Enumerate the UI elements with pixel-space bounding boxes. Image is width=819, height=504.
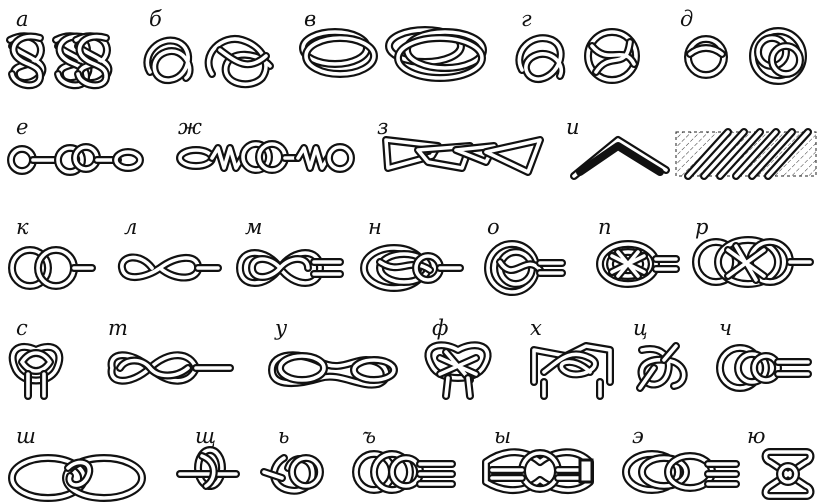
label-e: е	[16, 115, 28, 139]
knot-t	[112, 355, 230, 381]
knot-f	[428, 345, 487, 396]
knot-n	[364, 248, 460, 288]
knot-r	[696, 240, 810, 284]
label-k: к	[16, 215, 29, 239]
label-l: л	[124, 215, 137, 239]
knot-soft	[264, 458, 320, 491]
label-m: м	[245, 215, 262, 239]
knot-e-chain	[11, 147, 140, 172]
label-g: г	[521, 7, 532, 31]
label-r: р	[695, 215, 708, 239]
label-f: ф	[432, 316, 448, 340]
knot-v-pair	[303, 30, 483, 78]
label-n: н	[368, 215, 382, 239]
knot-m	[240, 253, 340, 283]
knot-ch	[720, 348, 808, 388]
knot-s	[13, 347, 60, 396]
label-a: а	[16, 7, 29, 31]
knot-k	[12, 250, 92, 286]
label-yu: ю	[747, 424, 766, 448]
label-t: т	[108, 316, 128, 340]
knot-zh-chain	[180, 144, 351, 170]
label-sh: ш	[16, 424, 36, 448]
knot-y	[486, 452, 592, 490]
knot-z-frames	[386, 140, 540, 172]
knot-i-chevron-and-band	[574, 132, 816, 176]
label-hard: ъ	[362, 424, 376, 448]
knot-shch	[180, 450, 236, 486]
knot-sh	[12, 458, 142, 498]
label-y: ы	[494, 424, 511, 448]
label-shch: щ	[195, 424, 216, 448]
label-e2: э	[632, 424, 644, 448]
knot-a-pair	[10, 36, 108, 85]
label-ts: ц	[633, 316, 648, 340]
knot-p	[600, 244, 676, 284]
label-b: б	[149, 7, 162, 31]
label-d: д	[680, 7, 693, 31]
knot-yu	[766, 452, 811, 496]
label-i: и	[566, 115, 580, 139]
knot-b-pair	[147, 39, 270, 84]
label-u: у	[274, 316, 288, 340]
label-kh: х	[530, 316, 542, 340]
knot-d-pair	[688, 31, 803, 81]
knot-kh	[534, 346, 610, 396]
label-soft: ь	[278, 424, 289, 448]
label-p: п	[598, 215, 612, 239]
label-ch: ч	[719, 316, 732, 340]
knot-e2	[626, 454, 736, 490]
knot-l	[122, 257, 218, 277]
label-zh: ж	[178, 115, 202, 139]
label-v: в	[304, 7, 316, 31]
knot-hard	[356, 454, 452, 490]
label-o: о	[487, 215, 500, 239]
label-s: с	[16, 316, 28, 340]
knot-ts	[640, 346, 684, 388]
knot-g-pair	[519, 32, 636, 80]
label-z: з	[377, 115, 388, 139]
knot-u	[272, 355, 394, 384]
knot-o	[488, 244, 562, 292]
